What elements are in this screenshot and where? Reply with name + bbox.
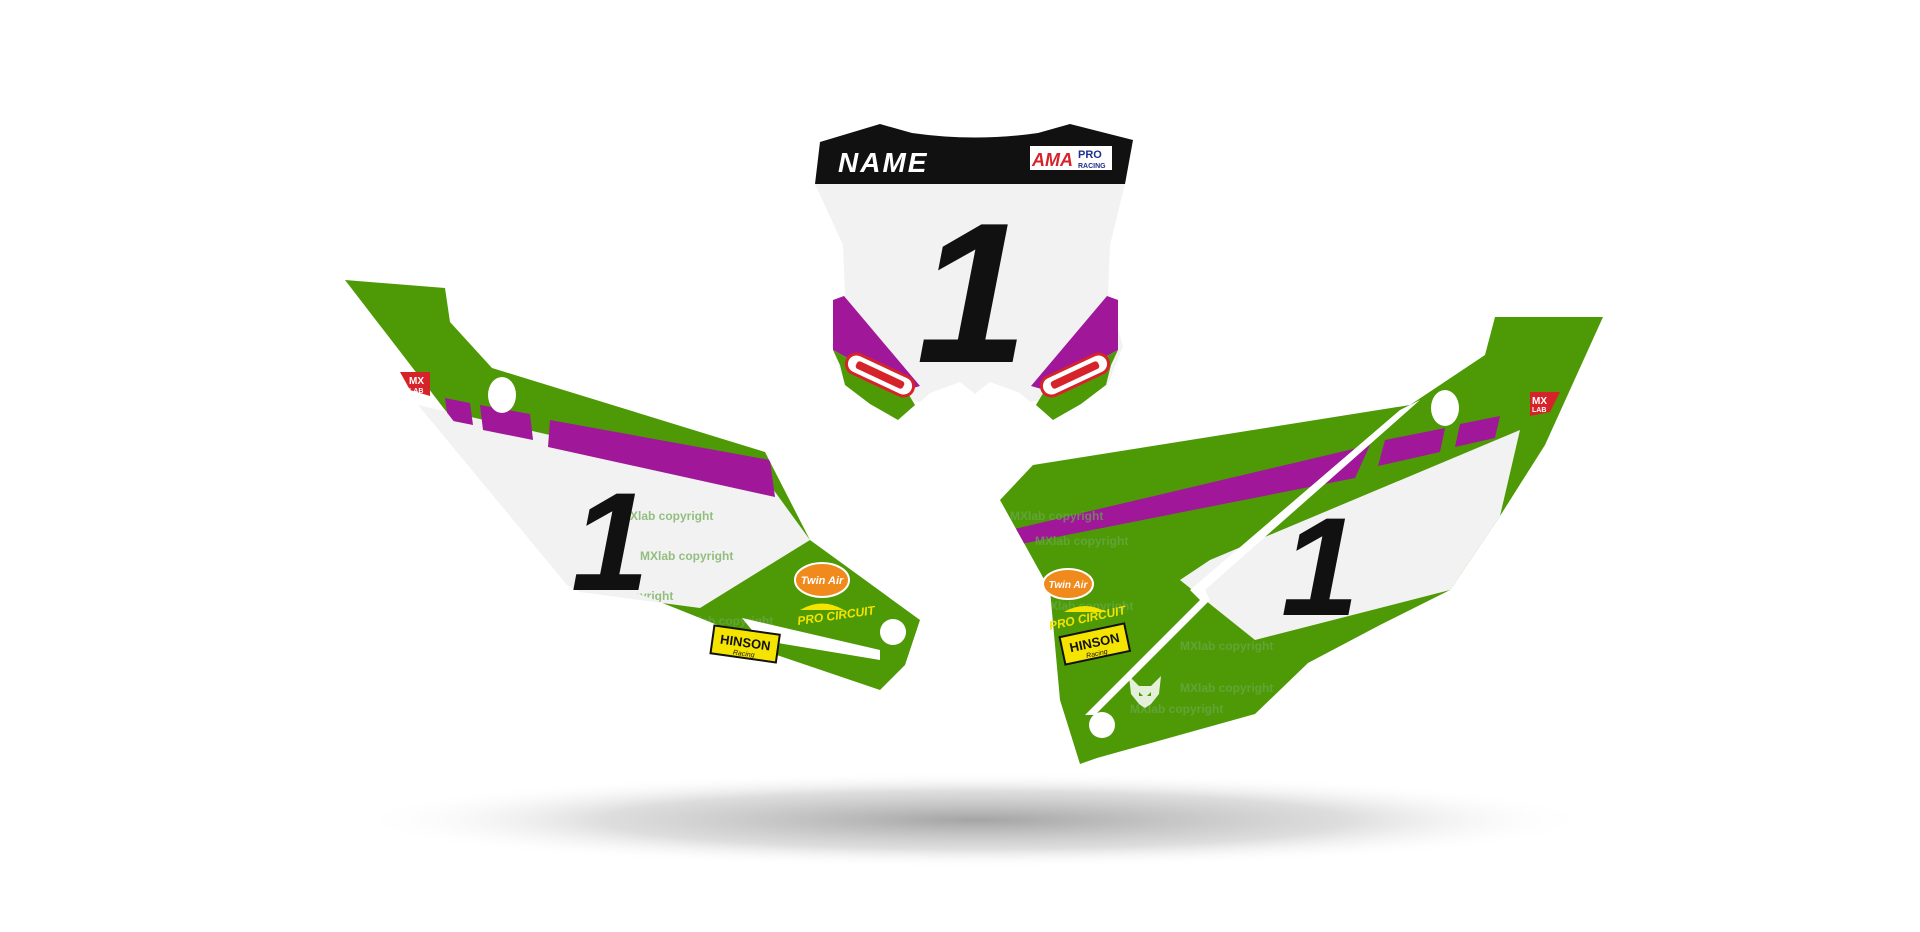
front-plate-stripe-right: [1031, 296, 1118, 390]
right-panel-watermarks: MXlab copyright MXlab copyright MXlab co…: [1010, 509, 1273, 716]
ama-logo-pro: PRO: [1078, 149, 1102, 161]
right-panel-stripe-small-1: [1378, 428, 1445, 466]
left-panel-stripe-small-1: [480, 405, 533, 440]
right-sponsor-hinson: HINSON Racing: [1058, 622, 1132, 666]
front-plate-sponsor-left: [844, 352, 916, 398]
left-panel-number-field: [418, 405, 810, 608]
left-mxlab-badge: MX LAB: [400, 372, 430, 396]
right-twinair-label: Twin Air: [1049, 580, 1089, 591]
left-twinair-label: Twin Air: [801, 575, 844, 587]
left-panel-stripe-small-2: [445, 398, 473, 425]
right-panel-diagonal-line: [1085, 400, 1420, 715]
left-panel-cutout: [742, 618, 880, 660]
left-badge-lab: LAB: [409, 388, 423, 395]
right-badge-mx: MX: [1532, 396, 1547, 407]
right-panel-number-field: [1180, 430, 1520, 640]
fox-head-icon: [1129, 676, 1161, 708]
ama-logo-mark: AMA: [1031, 150, 1073, 170]
watermark-l1: MXlab copyright: [620, 509, 713, 523]
watermark-r2: MXlab copyright: [1035, 534, 1128, 548]
right-sponsor-twinair: Twin Air: [1042, 568, 1094, 600]
watermark-l2: MXlab copyright: [640, 549, 733, 563]
front-plate-body: [815, 184, 1125, 402]
left-sponsor-twinair: Twin Air: [794, 562, 850, 598]
front-plate-name: NAME: [838, 147, 928, 178]
right-badge-lab: LAB: [1532, 407, 1546, 414]
right-mxlab-badge: MX LAB: [1530, 392, 1560, 416]
front-plate-sponsor-right: [1039, 352, 1111, 398]
left-panel-stripe-main: [548, 420, 775, 497]
right-hinson-sub: Racing: [1086, 649, 1109, 660]
watermark-r3: MXlab copyright: [1040, 599, 1133, 613]
left-panel-bolt-hole: [880, 619, 906, 645]
left-sponsor-hinson: HINSON Racing: [709, 624, 781, 664]
watermark-r4: MXlab copyright: [1180, 639, 1273, 653]
ama-pro-racing-logo: AMA PRO RACING: [1030, 146, 1112, 170]
watermark-r1: MXlab copyright: [1010, 509, 1103, 523]
left-hinson-sub: Racing: [732, 649, 755, 659]
right-panel-stripe-main: [1010, 445, 1370, 545]
right-panel-mount-hole: [1431, 390, 1459, 426]
left-badge-mx: MX: [409, 376, 424, 387]
watermark-r5: MXlab copyright: [1180, 681, 1273, 695]
ama-logo-racing: RACING: [1078, 163, 1106, 170]
floor-shadow: [355, 772, 1595, 868]
right-side-panel: MXlab copyright MXlab copyright MXlab co…: [1000, 317, 1603, 764]
left-side-panel: MXlab copyright MXlab copyright MXlab co…: [345, 280, 920, 690]
right-panel-race-number: 1: [1281, 488, 1359, 645]
left-panel-mount-hole: [488, 377, 516, 413]
left-panel-race-number: 1: [571, 463, 649, 620]
front-number-plate: NAME AMA PRO RACING 1: [815, 124, 1133, 420]
front-plate-race-number: 1: [916, 182, 1027, 405]
right-panel-stripe-small-2: [1455, 416, 1500, 447]
left-hinson-label: HINSON: [719, 632, 771, 654]
front-plate-stripe-left: [833, 296, 920, 390]
right-panel-bolt-hole: [1089, 712, 1115, 738]
watermark-r6: MXlab copyright: [1130, 702, 1223, 716]
